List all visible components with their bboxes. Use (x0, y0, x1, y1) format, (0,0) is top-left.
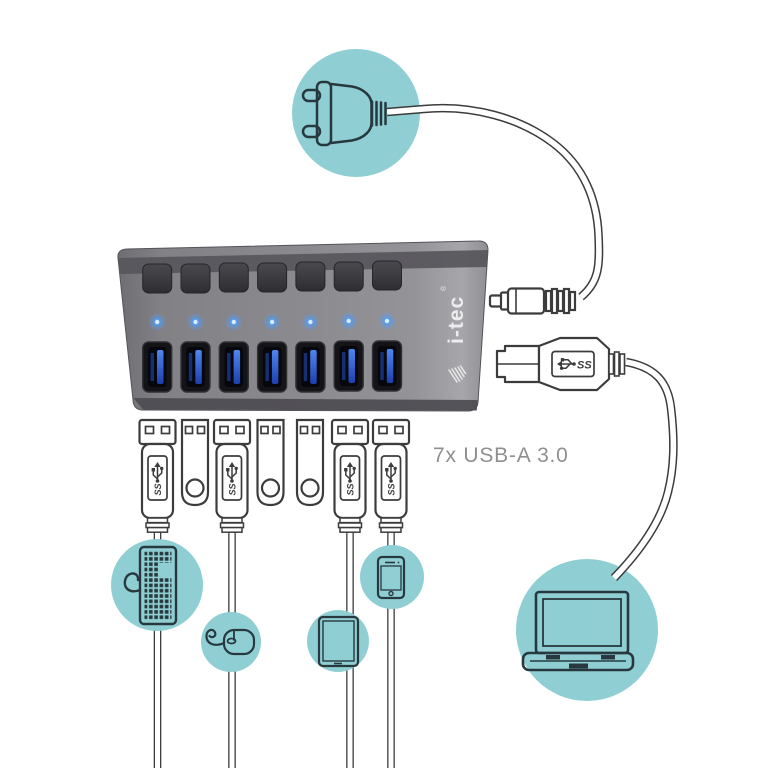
flash-drive-port2 (180, 418, 210, 507)
flash-drive-port5 (295, 418, 325, 507)
smartphone-section (360, 545, 424, 609)
wall-plug-icon (301, 80, 387, 147)
led-2 (187, 314, 204, 330)
itec-logo: i-tec ® (440, 285, 468, 383)
keyboard-section (111, 539, 203, 631)
hub-button-4 (257, 262, 288, 293)
power-cable (386, 103, 604, 301)
flash-drive-port4 (256, 418, 285, 507)
usb-port-6 (333, 340, 364, 392)
registered-mark: ® (440, 285, 448, 291)
usb-port-4 (256, 341, 288, 393)
hub-button-6 (333, 261, 364, 292)
usb-b-connector: SS (495, 336, 626, 392)
hub-status-leds (149, 313, 395, 330)
hub-usb-ports (141, 340, 403, 393)
usb-a-plug-port6 (330, 418, 370, 534)
hub-button-3 (218, 262, 249, 293)
smartphone-circle (360, 545, 424, 609)
itec-logo-rays-icon (448, 365, 467, 383)
itec-logo-text: i-tec (445, 296, 468, 344)
laptop-circle (516, 559, 658, 701)
led-7 (379, 313, 395, 329)
svg-text:SS: SS (577, 360, 592, 372)
led-5 (302, 314, 319, 330)
hub-button-5 (295, 261, 326, 292)
usb-port-2 (180, 341, 211, 393)
usb-a-plug-port7 (371, 418, 411, 534)
tablet-section (307, 610, 369, 672)
led-1 (149, 314, 166, 330)
usb-port-7 (371, 340, 403, 392)
hub-bottom-edge (133, 398, 478, 411)
usb3-ss-trident-icon: SS (557, 358, 592, 372)
hub-power-buttons (142, 260, 402, 294)
laptop-section: SS (495, 336, 678, 701)
usb-a-plug-port3 (212, 418, 252, 534)
ports-count-label: 7x USB-A 3.0 (433, 444, 569, 467)
mouse-circle (201, 612, 261, 672)
usb-hub: i-tec ® (117, 240, 489, 412)
hub-button-7 (372, 260, 402, 291)
power-section (292, 49, 604, 315)
usb-a-plug-port1 (138, 418, 177, 534)
keyboard-icon (123, 545, 178, 626)
hub-button-2 (180, 263, 211, 294)
tablet-icon (317, 615, 360, 668)
laptop-icon (521, 590, 635, 672)
usb-port-3 (218, 341, 250, 393)
led-4 (264, 314, 281, 330)
uplink-usb-cable (610, 357, 678, 581)
usb-port-5 (295, 341, 326, 393)
mouse-icon (205, 628, 256, 656)
led-3 (225, 314, 242, 330)
port-connectors (138, 418, 411, 534)
dc-barrel-connector (488, 287, 577, 315)
hub-button-1 (142, 263, 173, 294)
led-6 (340, 313, 357, 329)
smartphone-icon (376, 555, 406, 600)
mouse-section (201, 612, 261, 672)
usb-port-1 (141, 341, 173, 393)
